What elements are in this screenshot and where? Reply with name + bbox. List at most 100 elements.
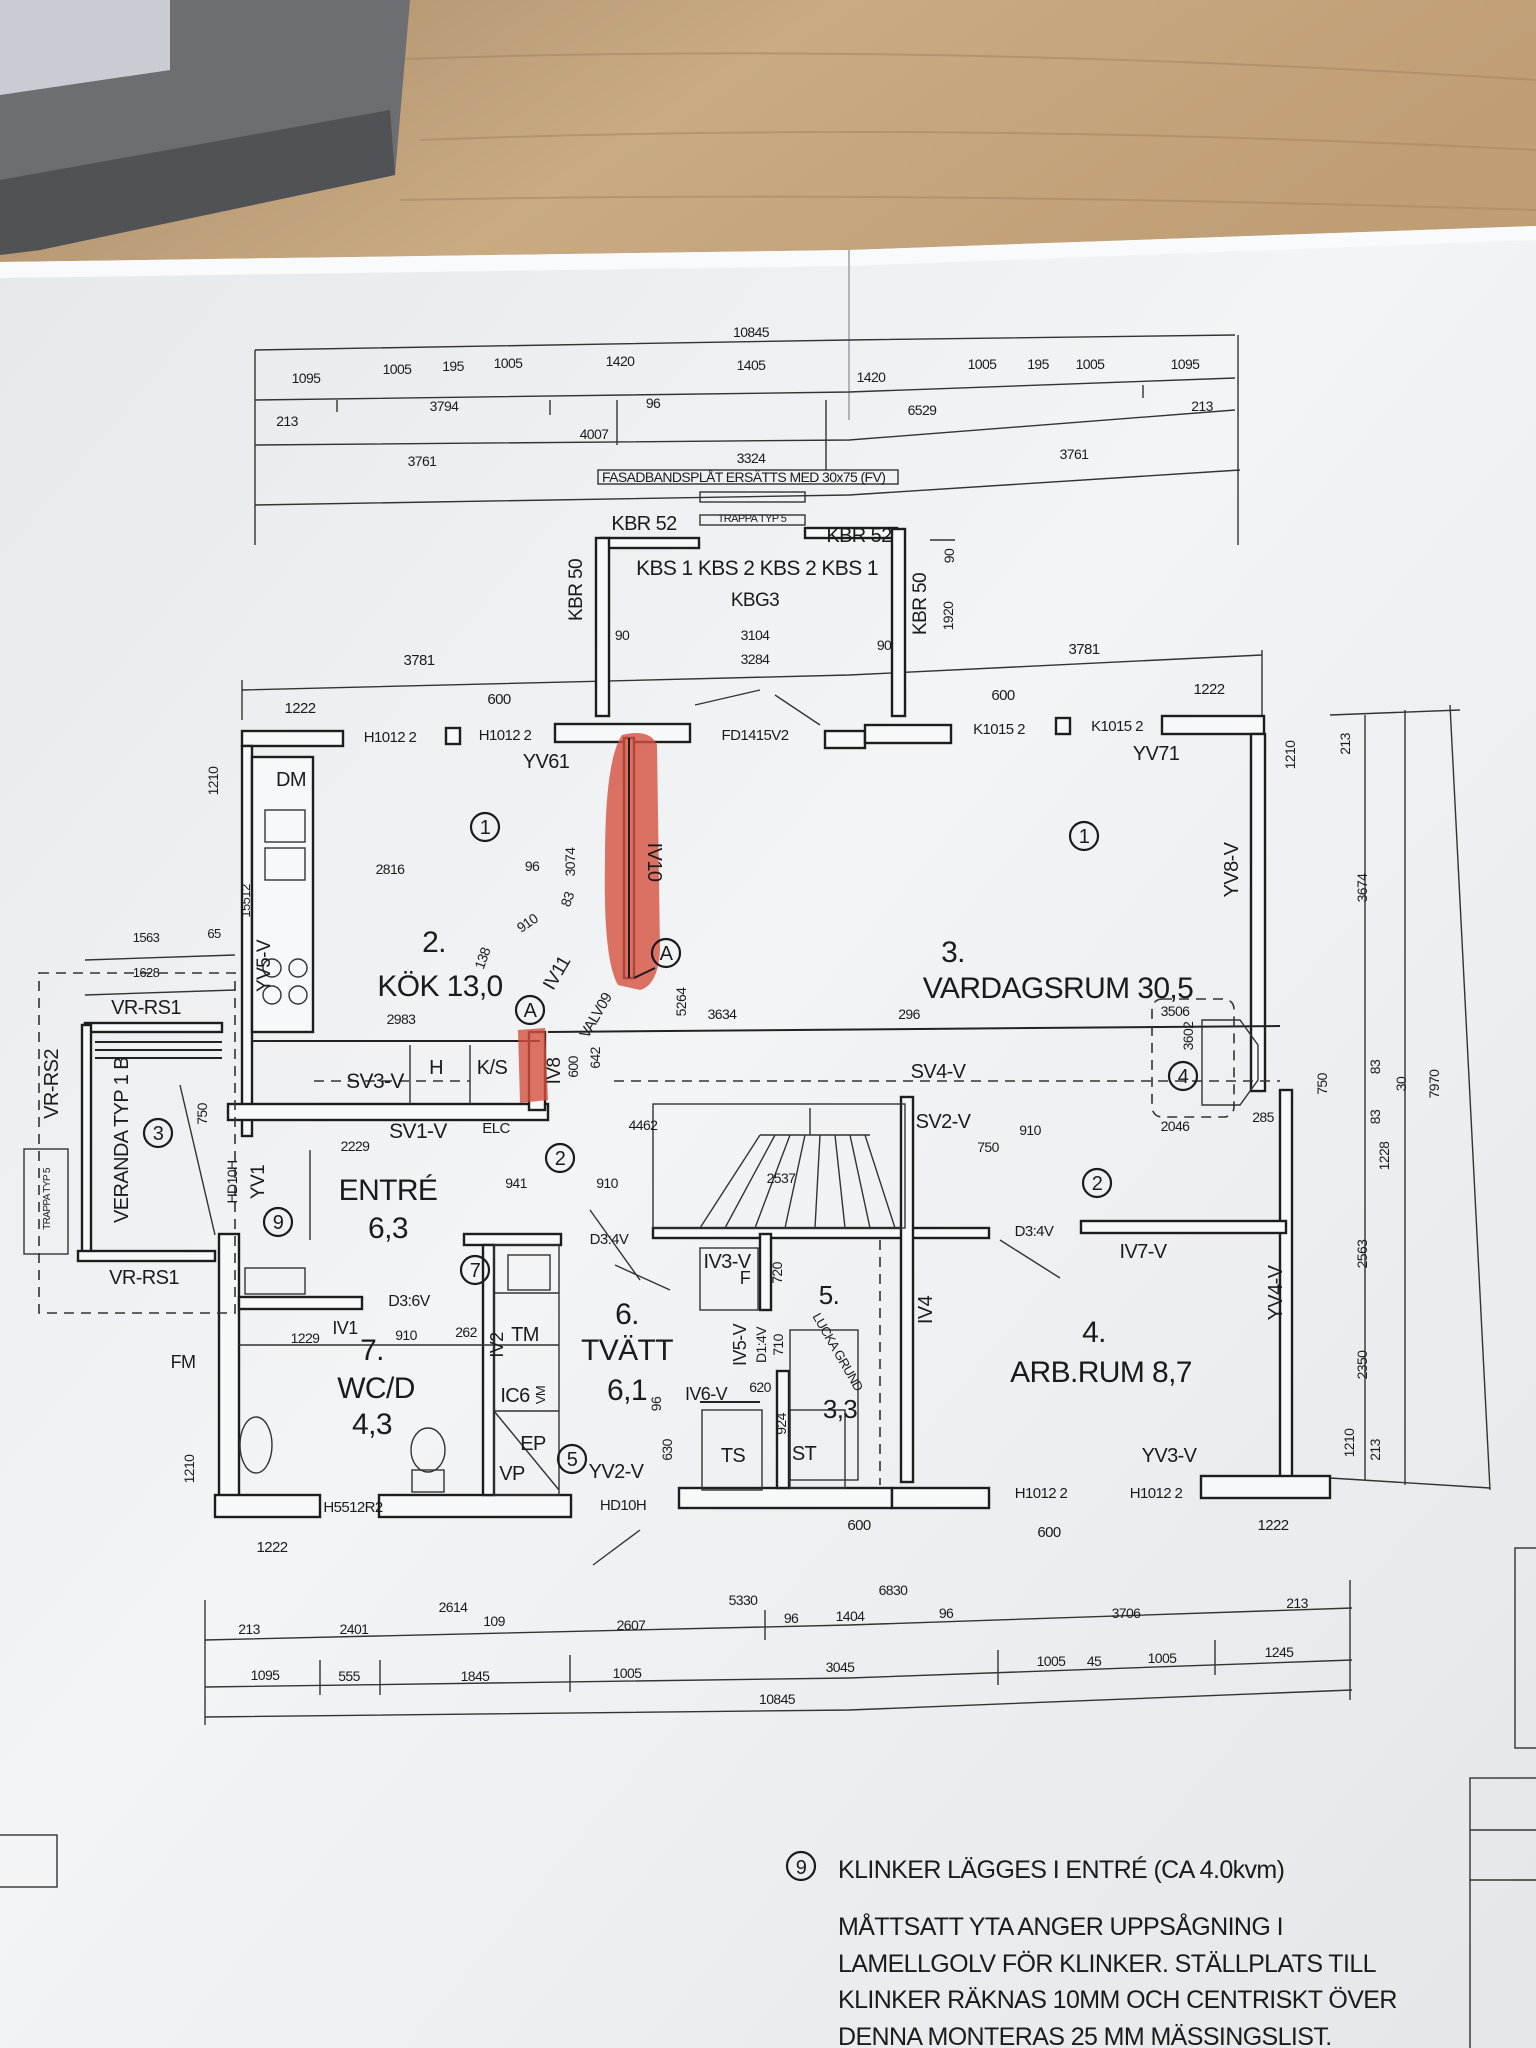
bottom-dimension-row1: 96 <box>939 1605 954 1621</box>
room-wc-area: 4,3 <box>352 1408 392 1441</box>
paper-edge <box>0 226 1536 278</box>
facade-dimension: 600 <box>991 687 1014 704</box>
bottom-dimension-row2: 1095 <box>251 1667 281 1683</box>
marker-circle-icon <box>1081 1167 1113 1199</box>
label-iv1: IV1 <box>332 1318 358 1338</box>
dimension-top-row1: 195 <box>1027 356 1049 372</box>
bottom-dimension-overall: 10845 <box>759 1691 796 1707</box>
interior-dimension: 1229 <box>291 1330 321 1346</box>
label-vm: VM <box>533 1386 548 1404</box>
bottom-window-label: H1012 2 <box>1015 1485 1068 1502</box>
interior-dimension: 750 <box>977 1139 999 1155</box>
bottom-dimension-row2: 45 <box>1087 1653 1102 1669</box>
porch-note: FASADBANDSPLÅT ERSÄTTS MED 30x75 (FV) <box>602 469 885 485</box>
porch-dimension: 90 <box>615 627 630 643</box>
note-line: DENNA MONTERAS 25 MM MÄSSINGSLIST. <box>838 2023 1332 2048</box>
label-iv6: IV6-V <box>685 1384 728 1404</box>
right-dimension: 1210 <box>1341 1428 1357 1458</box>
label-iv8: IV8 <box>544 1058 565 1085</box>
wood-grain <box>379 52 1536 211</box>
label-d14: D1:4V <box>753 1326 769 1363</box>
label-hd10h: HD10H <box>224 1161 240 1204</box>
interior-dimension: 3074 <box>562 847 578 877</box>
dimension-top-row2: 3794 <box>430 398 460 414</box>
interior-dimension: 2983 <box>387 1011 417 1027</box>
room-kok-name: KÖK 13,0 <box>377 970 502 1003</box>
porch-beam-right: KBR 52 <box>826 525 892 547</box>
label-yv8: YV8-V <box>1221 841 1243 897</box>
label-f: F <box>740 1268 751 1288</box>
label-iv2: IV2 <box>487 1332 507 1358</box>
kitchen-fixtures <box>262 809 308 1005</box>
bottom-dimension-row1: 2607 <box>617 1617 647 1633</box>
marker-label: A <box>524 1000 538 1022</box>
room-tvatt-area: 6,1 <box>607 1374 647 1407</box>
interior-dimension: 910 <box>1019 1122 1041 1138</box>
label-yv2: YV2-V <box>589 1461 645 1483</box>
label-h: H <box>429 1057 443 1079</box>
note-line: KLINKER RÄKNAS 10MM OCH CENTRISKT ÖVER <box>838 1986 1397 2014</box>
porch-post-left: KBR 50 <box>566 559 587 621</box>
interior-lines <box>179 689 1281 1566</box>
interior-dimension: 1210 <box>181 1454 197 1484</box>
interior-dimension: 1210 <box>205 766 221 796</box>
label-dm: DM <box>276 769 306 791</box>
veranda-type: VERANDA TYP 1 B <box>111 1057 133 1223</box>
dimension-overall-top: 10845 <box>733 324 770 340</box>
marker-label: 5 <box>567 1449 578 1471</box>
bottom-opening-dimension: 1222 <box>257 1539 288 1556</box>
room-kok-number: 2. <box>422 926 446 959</box>
dimension-top-row1: 1005 <box>494 355 524 371</box>
label-vp: VP <box>499 1463 525 1485</box>
porch-dimension: 3104 <box>741 627 771 643</box>
dimension-top-row1: 1420 <box>606 353 636 369</box>
marker-circle-icon <box>544 1142 576 1174</box>
interior-dimension: 2537 <box>767 1170 797 1186</box>
dimension-top-row2: 6529 <box>908 402 938 418</box>
marker-circle-icon <box>1068 820 1100 852</box>
interior-dimension: 600 <box>565 1055 581 1077</box>
label-yv4: YV4-V <box>1265 1264 1287 1320</box>
dimension-top-row1: 195 <box>442 358 464 374</box>
highlight-wall-ks <box>518 1028 548 1103</box>
bottom-dimension-row2: 1845 <box>461 1668 491 1684</box>
dimension-top-row1: 1095 <box>292 370 322 386</box>
label-iv10: IV10 <box>643 843 665 882</box>
interior-dimension: 4462 <box>629 1117 659 1133</box>
interior-dimension: 5264 <box>673 987 689 1017</box>
label-iv4: IV4 <box>915 1295 937 1324</box>
dimension-top-row2: 4007 <box>580 426 610 442</box>
marker-label: 2 <box>1092 1173 1103 1195</box>
room-grund-area: 3,3 <box>823 1394 857 1424</box>
interior-dimension: 262 <box>455 1324 477 1340</box>
label-d36: D3:6V <box>388 1293 430 1310</box>
interior-dimension: 910 <box>596 1175 618 1191</box>
label-ks: K/S <box>477 1057 508 1079</box>
bottom-dimension-row2: 3045 <box>826 1659 856 1675</box>
label-iv3: IV3-V <box>703 1251 751 1273</box>
facade-dimension: 1222 <box>1194 681 1225 698</box>
wall-label: YV71 <box>1133 743 1180 765</box>
right-dimension: 30 <box>1393 1076 1409 1091</box>
interior-dimension: 720 <box>769 1261 785 1283</box>
interior-dimension: 3506 <box>1161 1003 1191 1019</box>
label-ep: EP <box>520 1433 546 1455</box>
bottom-dimension-row1: 213 <box>1286 1595 1308 1611</box>
bathroom-fixtures <box>239 1254 551 1493</box>
bottom-dimension-row2: 1005 <box>1037 1653 1067 1669</box>
right-dimension: 750 <box>1314 1072 1330 1094</box>
label-iv7: IV7-V <box>1119 1241 1167 1263</box>
bottom-dimension-row2: 1005 <box>613 1665 643 1681</box>
marker-circle-icon <box>1167 1060 1199 1092</box>
interior-dimension: 710 <box>770 1333 786 1355</box>
bottom-dimension-row1: 6830 <box>879 1582 909 1598</box>
bottom-dimension-row1: 5330 <box>729 1592 759 1608</box>
facade-dimension: 3781 <box>404 652 435 669</box>
window-label: H1012 2 <box>479 727 532 744</box>
veranda-dimension: 1563 <box>133 930 160 945</box>
interior-dimension: 2816 <box>376 861 406 877</box>
marker-circle-icon <box>514 994 546 1026</box>
note-title: KLINKER LÄGGES I ENTRÉ (CA 4.0kvm) <box>838 1855 1284 1884</box>
bottom-dimension-row2: 1005 <box>1148 1650 1178 1666</box>
